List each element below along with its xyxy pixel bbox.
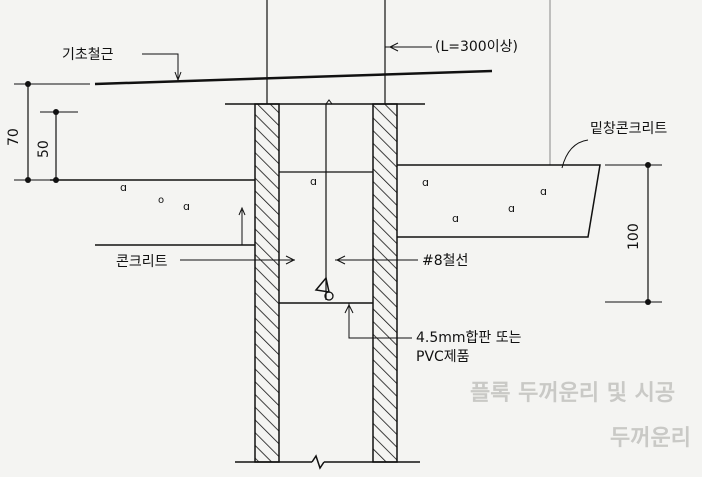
label-wire: #8철선	[422, 253, 468, 269]
dim-100-label: 100	[626, 223, 642, 250]
arrow-icon	[238, 206, 246, 216]
wire-hook	[325, 99, 333, 105]
aggregate-mark: o	[158, 195, 164, 206]
dim-dot	[645, 299, 651, 305]
label-mud-concrete: 밑창콘크리트	[590, 121, 667, 137]
dim-dot	[25, 81, 31, 87]
aggregate-mark: ɑ	[422, 176, 429, 189]
arrow-icon	[174, 71, 182, 82]
wire-loop	[324, 291, 334, 301]
leader-rebar	[142, 53, 179, 78]
arrow-icon	[335, 255, 346, 265]
aggregate-mark: ɑ	[452, 212, 459, 225]
ghost-text-2: 두꺼운리	[610, 426, 691, 451]
arrow-icon	[344, 303, 354, 314]
leader-mud-concrete	[561, 139, 589, 169]
label-rebar: 기초철근	[62, 47, 114, 63]
label-plywood-1: 4.5mm합판 또는	[416, 330, 522, 346]
aggregate-mark: ɑ	[120, 181, 127, 194]
right-sleeve-wall	[372, 103, 398, 463]
label-concrete: 콘크리트	[116, 254, 168, 270]
dim-dot	[645, 162, 651, 168]
mud-concrete-slab	[397, 164, 601, 238]
arrow-icon	[388, 42, 399, 52]
aggregate-mark: ɑ	[540, 185, 547, 198]
left-sleeve-wall	[254, 103, 280, 463]
aggregate-mark: ɑ	[183, 200, 190, 213]
dim-dot	[53, 109, 59, 115]
aggregate-mark: ɑ	[310, 175, 317, 188]
dim-dot	[53, 177, 59, 183]
foundation-rebar-line	[94, 69, 493, 86]
aggregate-mark: ɑ	[508, 202, 515, 215]
arrow-icon	[285, 255, 296, 265]
dim-50-label: 50	[36, 140, 52, 158]
dim-70-label: 70	[6, 128, 22, 146]
label-length-note: (L=300이상)	[435, 39, 518, 55]
label-plywood-2: PVC제품	[416, 349, 470, 365]
ghost-text-1: 플록 두꺼운리 및 시공	[470, 381, 675, 406]
leader-plywood	[348, 303, 412, 339]
wire-knot	[314, 276, 330, 293]
break-mark	[311, 454, 325, 470]
dim-dot	[25, 177, 31, 183]
